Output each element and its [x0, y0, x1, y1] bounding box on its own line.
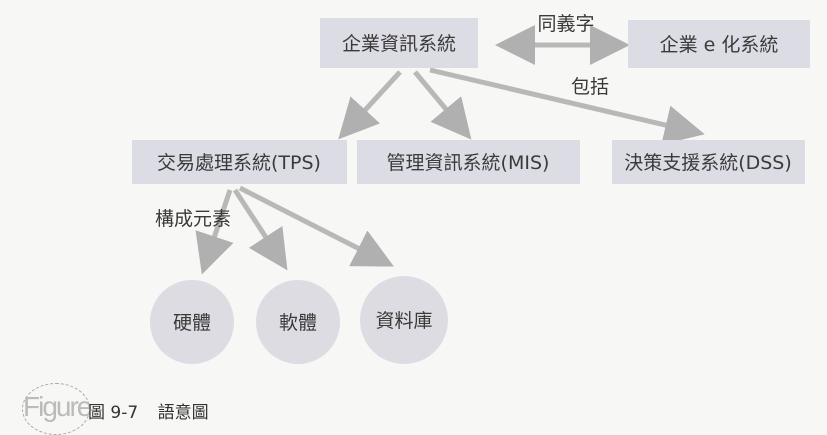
figure-number: 圖 9-7: [88, 403, 139, 423]
node-dss: 決策支援系統(DSS): [624, 152, 792, 174]
node-eis: 企業資訊系統: [342, 33, 456, 55]
arrow-to-hardware: [195, 189, 234, 275]
figure-caption: 圖 9-7 語意圖: [88, 398, 223, 423]
node-mis: 管理資訊系統(MIS): [387, 152, 550, 174]
node-hardware: 硬體: [173, 312, 211, 334]
arrow-to-database: [238, 185, 394, 267]
arrow-to-mis: [413, 70, 472, 140]
node-ebiz: 企業 e 化系統: [660, 34, 779, 56]
node-dss-box: [612, 140, 805, 184]
edge-label-includes: 包括: [571, 76, 609, 98]
node-tps-box: [132, 140, 347, 184]
node-tps: 交易處理系統(TPS): [157, 152, 321, 174]
node-ebiz-box: [628, 20, 810, 68]
node-mis-box: [357, 140, 580, 184]
figure-logo: Figure: [22, 383, 92, 435]
node-database-circle: [360, 276, 448, 364]
node-database: 資料庫: [375, 310, 432, 332]
figure-title: 語意圖: [157, 403, 209, 423]
arrow-to-software: [232, 188, 288, 271]
arrow-to-dss: [429, 67, 705, 145]
node-software: 軟體: [279, 312, 317, 334]
arrow-to-tps: [338, 70, 402, 140]
edge-label-synonym: 同義字: [537, 13, 594, 35]
node-hardware-circle: [150, 280, 234, 364]
node-eis-box: [320, 18, 478, 68]
node-software-circle: [256, 280, 340, 364]
edge-label-components: 構成元素: [155, 208, 231, 230]
